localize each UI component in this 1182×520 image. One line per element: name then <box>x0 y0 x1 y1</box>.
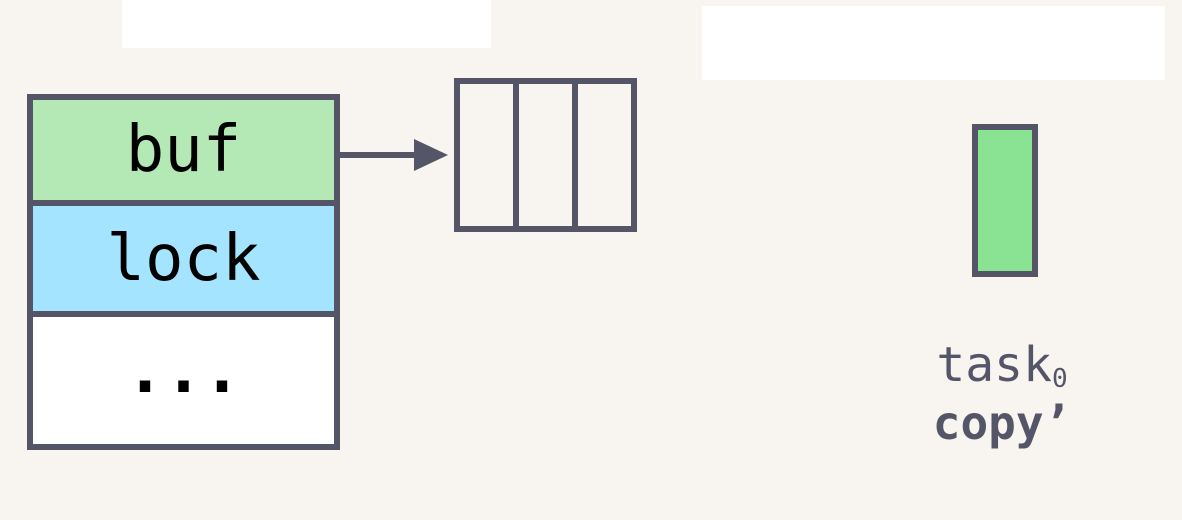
struct-box: buf lock ... <box>27 94 340 450</box>
top-right-white-panel <box>702 6 1165 80</box>
field-ellipsis: ... <box>33 317 334 444</box>
task-label: task0 <box>902 336 1102 408</box>
buffer-cell <box>454 78 519 232</box>
buffer-cell <box>572 78 637 232</box>
top-left-white-panel <box>122 0 491 48</box>
task-subscript: 0 <box>1051 364 1068 394</box>
field-lock: lock <box>33 206 334 317</box>
field-buf: buf <box>33 100 334 206</box>
task-name: task <box>936 337 1052 393</box>
buffer-array <box>454 78 637 232</box>
pointer-arrow-head <box>414 139 448 171</box>
copy-label: copy’ <box>932 396 1072 450</box>
buffer-cell <box>513 78 578 232</box>
task-block <box>972 124 1038 277</box>
